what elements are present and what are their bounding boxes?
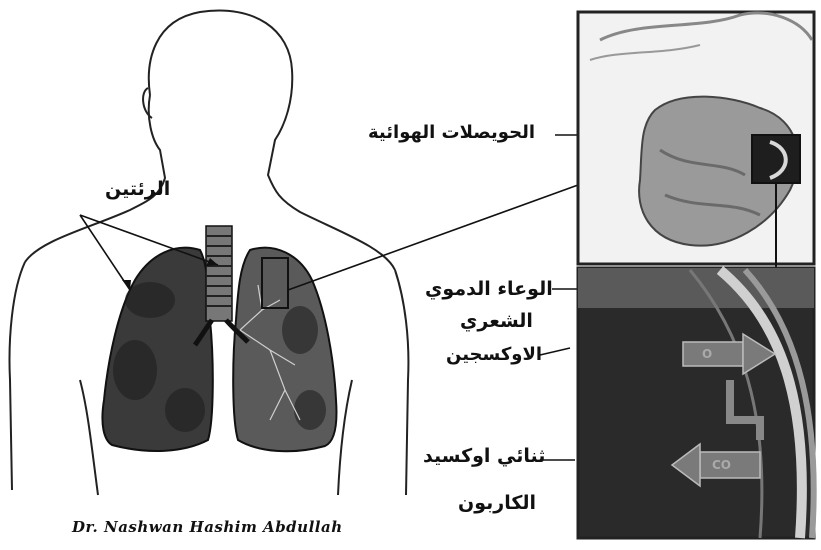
oxygen-label: الاوكسجين <box>446 346 542 364</box>
capillary-inset <box>578 268 814 538</box>
oxygen-symbol: O <box>702 347 712 361</box>
author-signature: Dr. Nashwan Hashim Abdullah <box>72 518 343 536</box>
right-body-outline <box>338 270 408 495</box>
left-body-outline <box>10 262 98 495</box>
co2-label-line1: ثنائي اوكسيد <box>423 447 545 466</box>
lungs-label: الرئتين <box>105 180 170 199</box>
capillary-label-line2: الشعري <box>460 312 533 331</box>
co2-symbol: CO <box>712 458 731 472</box>
alveolus-inset <box>578 12 814 280</box>
lungs-group <box>102 226 336 451</box>
capillary-label-line1: الوعاء الدموي <box>425 280 553 299</box>
co2-label-line2: الكاربون <box>458 494 536 513</box>
alveoli-label: الحويصلات الهوائية <box>368 124 535 142</box>
